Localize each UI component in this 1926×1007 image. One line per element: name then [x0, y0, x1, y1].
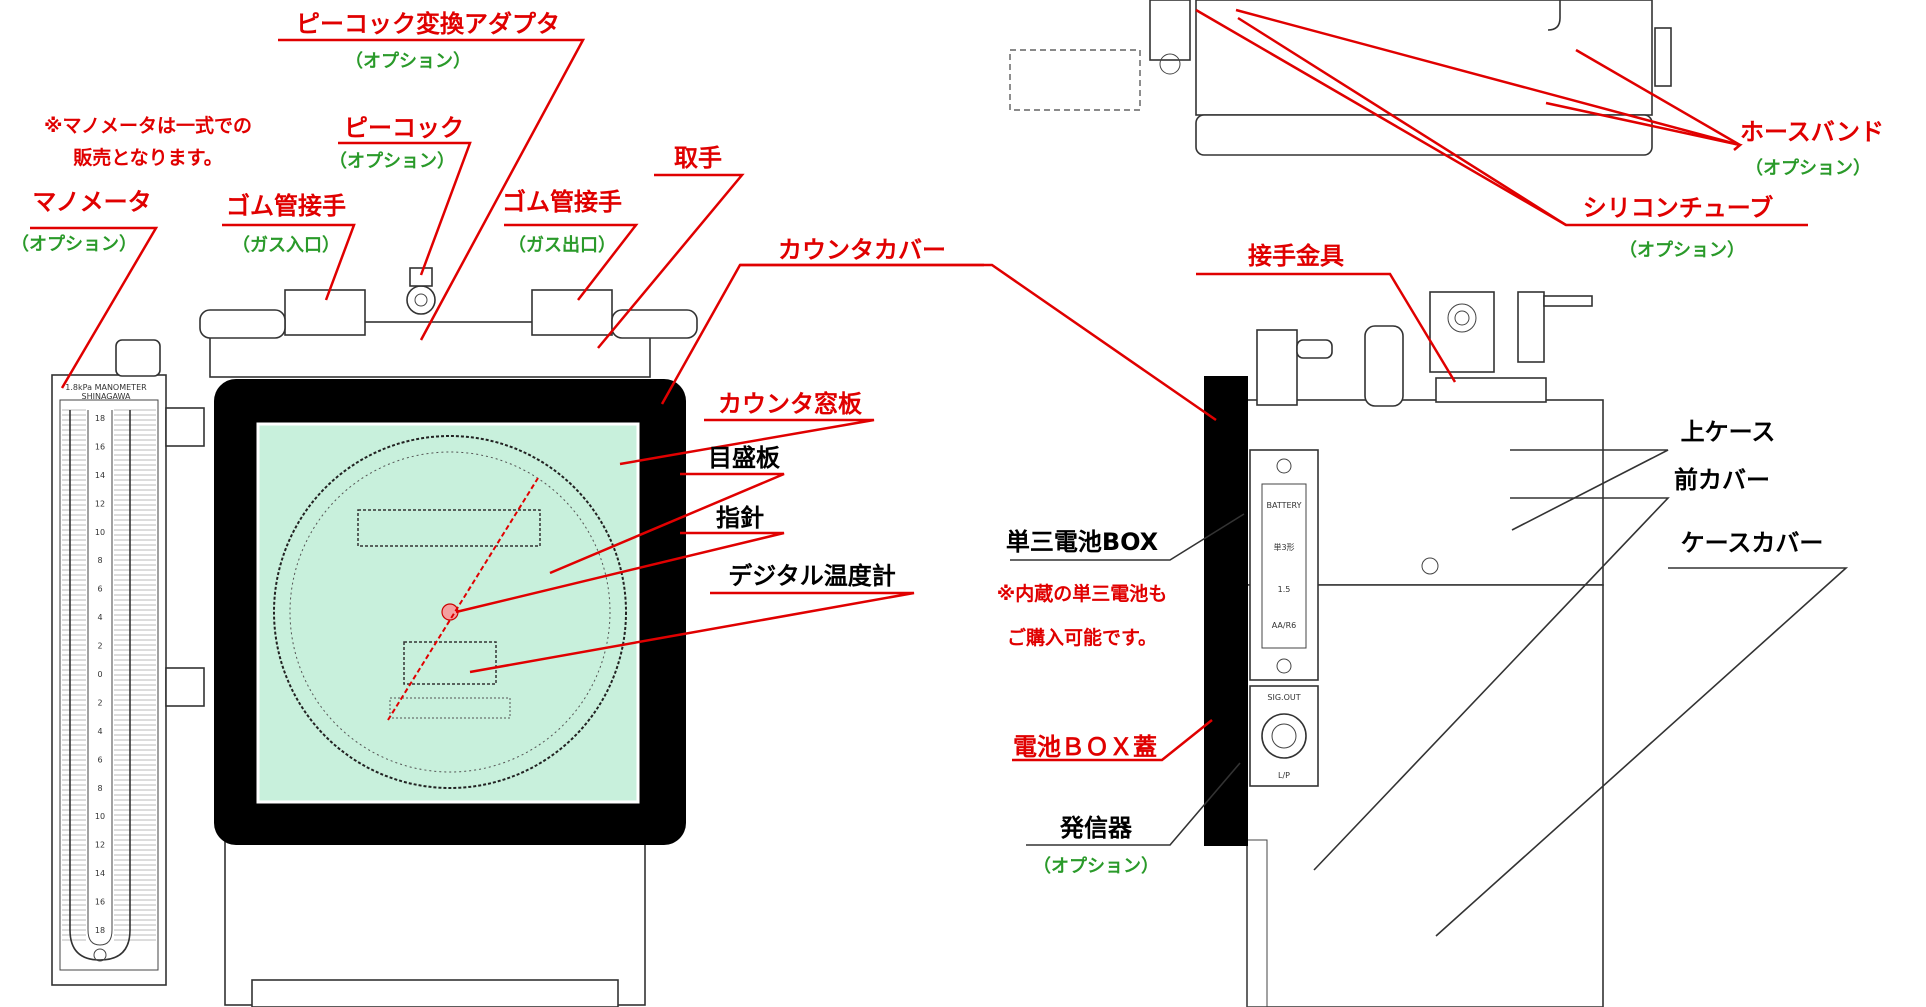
leader-lines-black [1010, 449, 1849, 937]
label-digital-thermometer: デジタル温度計 [728, 562, 896, 590]
manometer-grid [62, 409, 156, 941]
manometer-scale-label: 2 [97, 698, 102, 707]
label-case-cover: ケースカバー [1681, 529, 1824, 557]
label-hose-band: ホースバンド [1740, 118, 1884, 146]
dial-plate [273, 435, 627, 789]
battery-voltage: 1.5 [1278, 585, 1291, 594]
note-manometer-1: ※マノメータは一式での [44, 114, 252, 137]
manometer-scale-label: 16 [95, 442, 105, 451]
label-peacock-adapter: ピーコック変換アダプタ [296, 10, 560, 38]
label-counter-cover: カウンタカバー [778, 236, 946, 264]
lp-label: L/P [1278, 771, 1290, 780]
label-peacock: ピーコック [344, 114, 464, 142]
side-view: BATTERY 単3形 1.5 AA/R6 SIG.OUT L/P [1009, 0, 1672, 1007]
manometer-scale-label: 4 [97, 613, 102, 622]
manometer-scale-label: 10 [95, 528, 105, 537]
label-joint-fitting: 接手金具 [1248, 242, 1344, 270]
manometer-scale-label: 2 [97, 642, 102, 651]
manometer-scale-label: 10 [95, 812, 105, 821]
label-pointer: 指針 [716, 504, 764, 532]
label-transmitter: 発信器 [1059, 814, 1133, 842]
manometer-scale-label: 6 [97, 585, 102, 594]
manometer-scale-label: 14 [95, 869, 105, 878]
manometer-scale-label: 8 [97, 556, 102, 565]
manometer-scale-label: 14 [95, 471, 105, 480]
transmitter-connector: SIG.OUT L/P [1249, 685, 1319, 787]
meter-body [199, 267, 698, 1007]
battery-type: AA/R6 [1272, 621, 1297, 630]
note-battery-1: ※内蔵の単三電池も [997, 582, 1167, 605]
note-manometer-2: 販売となります。 [73, 146, 223, 169]
battery-box-panel: BATTERY 単3形 1.5 AA/R6 [1249, 449, 1319, 681]
manometer-scale-label: 12 [95, 841, 105, 850]
manometer-scale-label: 0 [97, 670, 102, 679]
label-dial: 目盛板 [708, 444, 781, 472]
manometer-scale-label: 4 [97, 727, 102, 736]
labels: ピーコック変換アダプタ （オプション） ※マノメータは一式での 販売となります。… [11, 10, 1884, 877]
label-silicon-tube: シリコンチューブ [1583, 194, 1774, 222]
label-hose-band-option: （オプション） [1745, 157, 1871, 179]
manometer-scale: 18 16 14 12 10 8 6 4 2 0 2 4 6 8 10 12 14 16 18 [95, 414, 105, 935]
label-manometer-option: （オプション） [11, 233, 137, 255]
side-counter-cover [1204, 376, 1248, 846]
label-front-cover: 前カバー [1674, 466, 1770, 494]
label-silicon-tube-option: （オプション） [1619, 239, 1745, 261]
manometer-title: 1.8kPa MANOMETER [65, 383, 147, 392]
note-battery-2: ご購入可能です。 [1007, 626, 1157, 649]
manometer-scale-label: 18 [95, 926, 105, 935]
label-transmitter-option: （オプション） [1033, 855, 1159, 877]
manometer-scale-label: 6 [97, 755, 102, 764]
manometer-brand: SHINAGAWA [82, 392, 131, 401]
battery-label: BATTERY [1267, 501, 1302, 510]
label-handle: 取手 [674, 144, 722, 172]
manometer-scale-label: 18 [95, 414, 105, 423]
manometer-scale-label: 12 [95, 499, 105, 508]
label-rubber-joint-inlet: ゴム管接手 [226, 192, 346, 220]
label-rubber-joint-outlet: ゴム管接手 [502, 188, 622, 216]
label-peacock-option: （オプション） [329, 150, 455, 172]
manometer-scale-label: 16 [95, 898, 105, 907]
leader-lines [30, 8, 1808, 674]
label-counter-window: カウンタ窓板 [718, 390, 863, 418]
label-gas-outlet: （ガス出口） [508, 234, 616, 256]
label-battery-lid: 電池ＢＯＸ蓋 [1013, 733, 1157, 761]
sig-out-label: SIG.OUT [1267, 693, 1300, 702]
top-partial-view [1009, 0, 1672, 156]
label-upper-case: 上ケース [1681, 418, 1776, 446]
manometer-scale-label: 8 [97, 784, 102, 793]
label-manometer: マノメータ [32, 188, 151, 216]
label-gas-inlet: （ガス入口） [232, 235, 340, 256]
battery-size: 単3形 [1273, 542, 1294, 552]
front-view: 1.8kPa MANOMETER SHINAGAWA 18 16 14 12 10 8 6 4… [51, 267, 698, 1007]
label-battery-box: 単三電池BOX [1006, 528, 1159, 556]
manometer: 1.8kPa MANOMETER SHINAGAWA 18 16 14 12 10 8 6 4… [51, 339, 205, 986]
label-peacock-adapter-option: （オプション） [345, 50, 471, 72]
